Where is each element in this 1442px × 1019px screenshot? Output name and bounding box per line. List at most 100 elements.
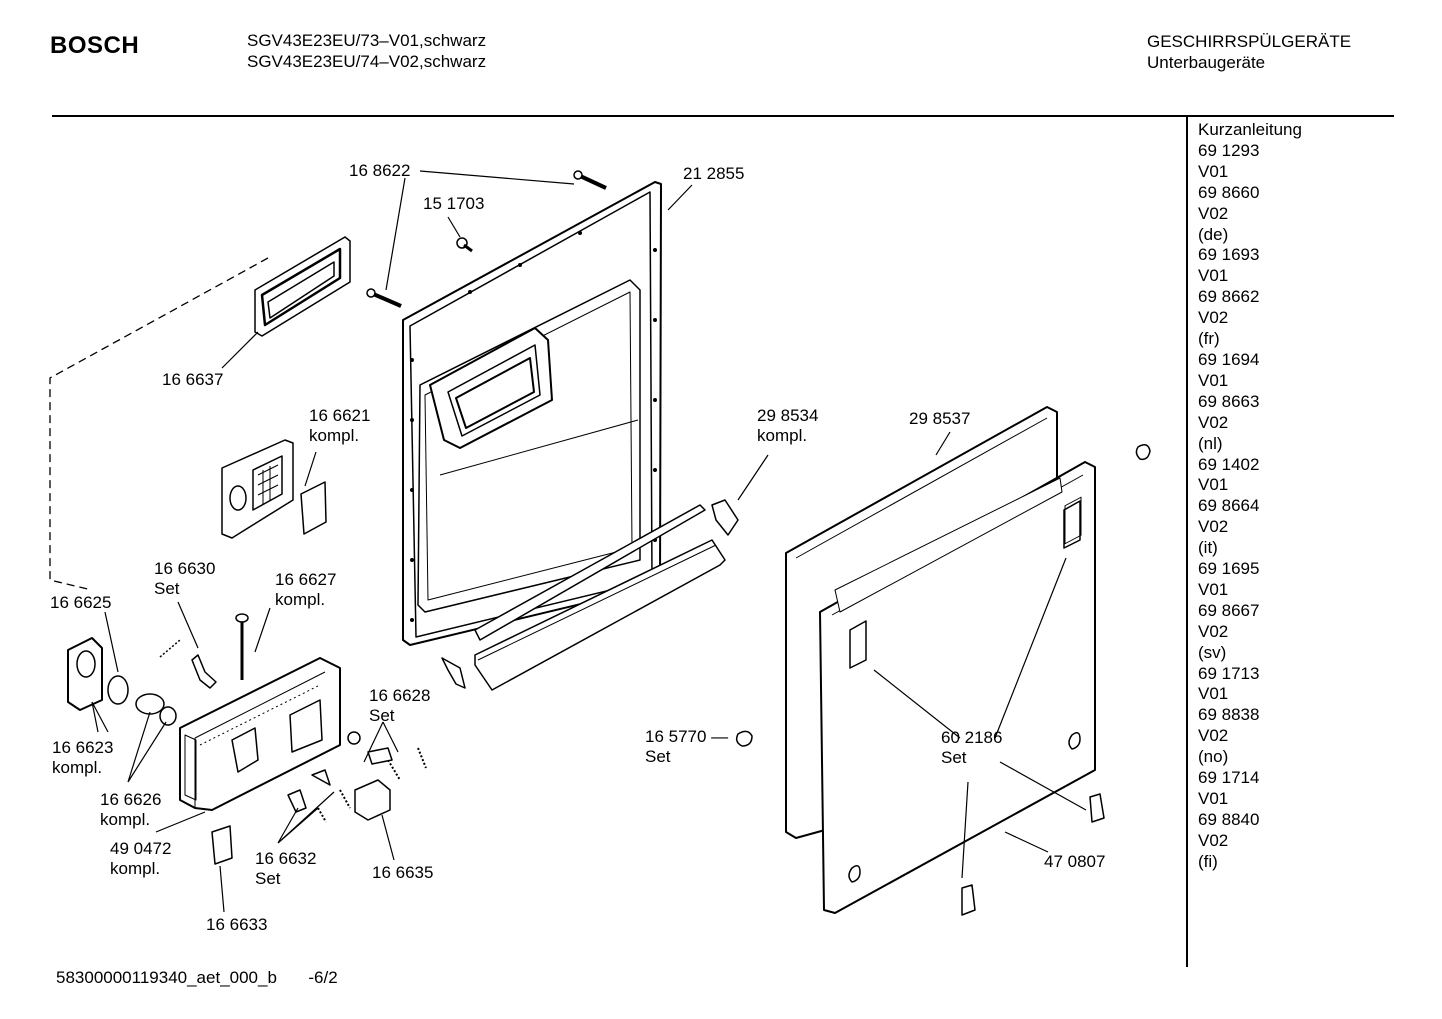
screw-part-15-1703 (456, 237, 473, 253)
sidebar-item: 69 1694 (1198, 349, 1260, 369)
sidebar-heading: Kurzanleitung (1198, 120, 1302, 139)
part-number: 16 6621 (309, 406, 371, 425)
part-label-15-1703: 15 1703 (423, 194, 485, 213)
pin-16-6627 (235, 613, 249, 680)
sidebar-item: V02 (1198, 308, 1229, 328)
part-number: 16 6632 (255, 849, 317, 868)
appliance-category: GESCHIRRSPÜLGERÄTE Unterbaugeräte (1147, 31, 1351, 73)
part-number: 16 6630 (154, 559, 216, 578)
control-module-part (179, 657, 341, 811)
part-note: kompl. (52, 758, 103, 777)
inner-door-part (402, 181, 662, 646)
part-number: 16 6623 (52, 738, 114, 757)
sidebar-item: V01 (1198, 684, 1229, 704)
header-divider (52, 115, 1394, 117)
sidebar-item: (fr) (1198, 329, 1220, 349)
part-number: 29 8534 (757, 406, 819, 425)
sidebar-item: (sv) (1198, 642, 1227, 662)
latch-16-6632-a (287, 789, 307, 813)
spring-16-6632 (317, 789, 351, 823)
category-subtitle: Unterbaugeräte (1147, 53, 1266, 72)
document-footer: 58300000119340_aet_000_b -6/2 (56, 968, 338, 988)
sidebar-item: (de) (1198, 224, 1229, 244)
part-note: kompl. (309, 426, 360, 445)
sidebar-item: V01 (1198, 161, 1229, 181)
spring-16-6628-a (387, 759, 401, 781)
model-numbers: SGV43E23EU/73–V01,schwarz SGV43E23EU/74–… (247, 30, 486, 72)
part-note: kompl. (275, 590, 326, 609)
filter-insert-part (221, 439, 327, 539)
seal-ring-16-6626 (135, 693, 165, 715)
page-number: -6/2 (308, 968, 338, 987)
part-note: kompl. (757, 426, 808, 445)
part-label-16-6621: 16 6621 kompl. (309, 406, 370, 446)
sidebar-item: 69 1693 (1198, 245, 1260, 265)
part-label-29-8534: 29 8534 kompl. (757, 406, 818, 446)
sidebar-item: V02 (1198, 203, 1229, 223)
part-label-16-6632: 16 6632 Set (255, 849, 316, 889)
part-label-49-0472: 49 0472 kompl. (110, 839, 171, 879)
part-label-16-6635: 16 6635 (372, 863, 434, 882)
stopper-16-5770 (735, 730, 753, 747)
switch-16-6635 (354, 779, 391, 821)
sidebar-item: 69 8660 (1198, 182, 1260, 202)
part-label-16-6626: 16 6626 kompl. (100, 790, 161, 830)
panel-clip-bottom (961, 884, 976, 916)
part-label-16-6623: 16 6623 kompl. (52, 738, 113, 778)
panel-stopper (1135, 444, 1151, 461)
category-title: GESCHIRRSPÜLGERÄTE (1147, 32, 1352, 51)
brand-logo: BOSCH (50, 32, 140, 59)
sidebar-item: 69 8663 (1198, 391, 1260, 411)
part-note: kompl. (100, 810, 151, 829)
part-note: kompl. (110, 859, 161, 878)
sidebar-item: V01 (1198, 579, 1229, 599)
lever-16-6630 (191, 654, 217, 689)
hinge-bracket-left (441, 657, 466, 689)
trim-strip-part (474, 504, 726, 691)
part-label-60-2186: 60 2186 Set (941, 728, 1002, 768)
part-label-16-6637: 16 6637 (162, 370, 224, 389)
part-label-29-8537: 29 8537 (909, 409, 971, 428)
sidebar-item: 69 8840 (1198, 809, 1260, 829)
document-id: 58300000119340_aet_000_b (56, 968, 277, 987)
sidebar-item: 69 1402 (1198, 454, 1260, 474)
ball-16-6628 (347, 731, 361, 745)
part-note: Set (645, 747, 671, 766)
screw-part-top (573, 170, 607, 190)
sidebar-item: 69 1713 (1198, 663, 1260, 683)
part-label-21-2855: 21 2855 (683, 164, 745, 183)
seal-ring-small (159, 706, 177, 726)
part-label-16-6628: 16 6628 Set (369, 686, 430, 726)
model-line-1: SGV43E23EU/73–V01,schwarz (247, 31, 487, 50)
part-number: 16 6626 (100, 790, 162, 809)
part-note: Set (941, 748, 967, 767)
part-label-16-6630: 16 6630 Set (154, 559, 215, 599)
sidebar-item: 69 1714 (1198, 768, 1260, 788)
sidebar-item: 69 1293 (1198, 140, 1260, 160)
hinge-bracket-right (711, 499, 739, 536)
part-note: Set (154, 579, 180, 598)
sidebar-item: (nl) (1198, 433, 1223, 453)
screw-part-left (366, 288, 402, 308)
sidebar-item: (fi) (1198, 851, 1218, 871)
sidebar-item: 69 8664 (1198, 496, 1260, 516)
part-number: 49 0472 (110, 839, 172, 858)
leader-lines (91, 170, 1087, 913)
part-number: 16 6628 (369, 686, 431, 705)
part-number: 16 5770 — (645, 727, 729, 746)
part-label-16-6627: 16 6627 kompl. (275, 570, 336, 610)
sidebar-item: 69 8662 (1198, 287, 1260, 307)
model-line-2: SGV43E23EU/74–V02,schwarz (247, 52, 487, 71)
assembly-dashed-line (49, 257, 269, 591)
part-number: 60 2186 (941, 728, 1003, 747)
latch-16-6628 (367, 747, 393, 765)
spring-16-6628-b (417, 747, 427, 769)
part-note: Set (255, 869, 281, 888)
spring-16-6630 (159, 639, 181, 658)
latch-16-6632-b (311, 769, 331, 786)
window-gasket-part (254, 236, 351, 337)
sidebar-item: (no) (1198, 747, 1229, 767)
sidebar-item: V01 (1198, 370, 1229, 390)
seal-ring-16-6623 (107, 675, 129, 705)
